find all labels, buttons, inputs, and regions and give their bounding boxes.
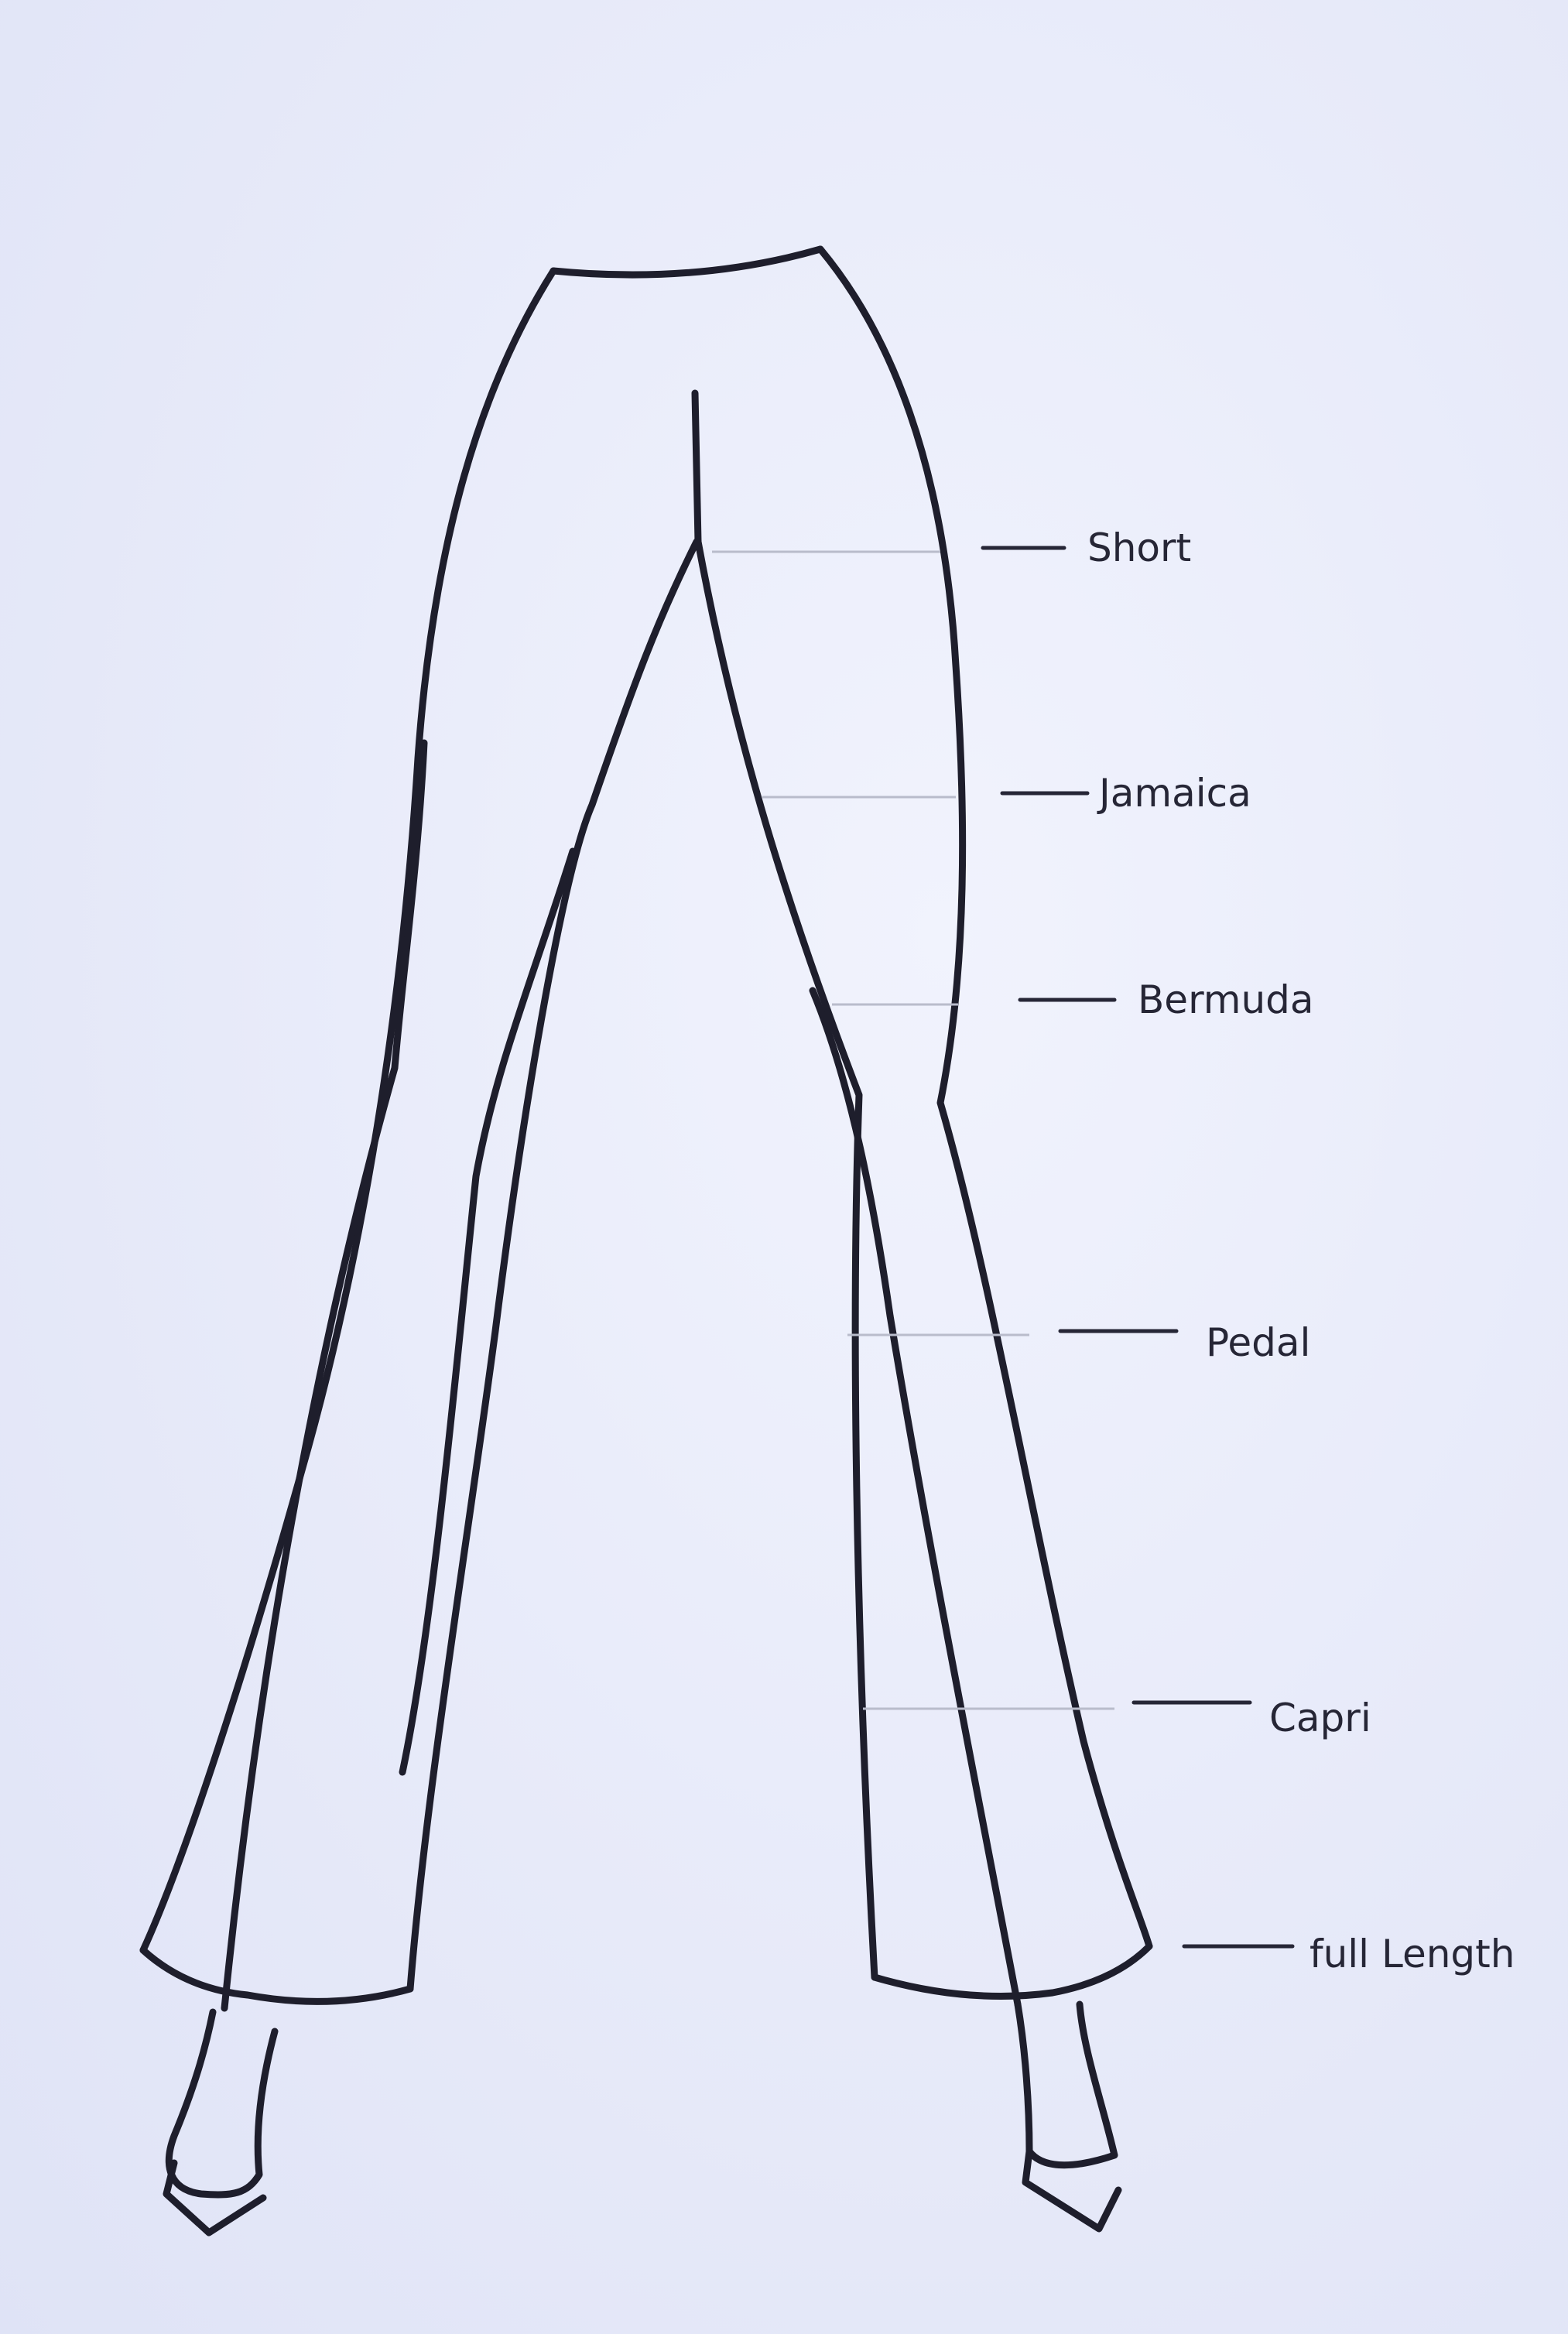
jamaica-label: Jamaica <box>1099 774 1251 813</box>
right-shoe <box>1018 2004 1114 2165</box>
full-length-label: full Length <box>1310 1935 1515 1973</box>
right-back-leg-line <box>813 991 1018 2004</box>
left-inner-seam <box>410 542 697 1989</box>
label-leaders <box>983 548 1292 1946</box>
short-label: Short <box>1087 529 1191 567</box>
right-outer-seam <box>820 249 1149 1946</box>
centre-front-seam <box>695 393 698 542</box>
pedal-label: Pedal <box>1206 1323 1310 1362</box>
left-shoe <box>169 2012 275 2195</box>
waistband <box>553 249 820 275</box>
left-hem <box>143 1950 410 2001</box>
length-guide-lines <box>712 552 1114 1709</box>
bermuda-label: Bermuda <box>1138 980 1314 1019</box>
right-inner-seam <box>698 542 875 1977</box>
capri-label: Capri <box>1269 1699 1371 1737</box>
